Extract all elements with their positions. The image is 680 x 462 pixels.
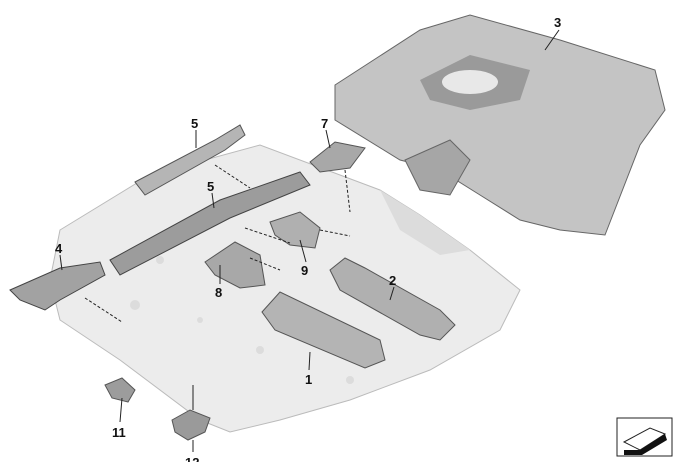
- view-direction-icon: [616, 417, 673, 457]
- part-12-bracket: [171, 409, 211, 441]
- callout-4: 4: [55, 241, 63, 256]
- part-1-crossmember: [261, 291, 386, 369]
- callout-5: 5: [207, 179, 214, 194]
- floor-panel-detail: [130, 190, 470, 384]
- part-5-sill: [109, 171, 311, 276]
- callout-7: 7: [321, 116, 328, 131]
- part-4-sill-end: [9, 261, 106, 311]
- part-6-rail: [134, 124, 246, 196]
- part-2-crossmember: [329, 257, 456, 341]
- part-9-bracket: [269, 211, 321, 249]
- callout-9: 9: [301, 263, 308, 278]
- callout-1: 1: [305, 372, 312, 387]
- callout-8: 8: [215, 285, 222, 300]
- callout-12: 12: [185, 455, 199, 462]
- callout-2: 2: [389, 273, 396, 288]
- part-11-bracket: [104, 377, 136, 403]
- callout-11: 11: [112, 425, 126, 440]
- callout-6: 5: [191, 116, 198, 131]
- callout-3: 3: [554, 15, 561, 30]
- part-7-bracket: [309, 141, 366, 173]
